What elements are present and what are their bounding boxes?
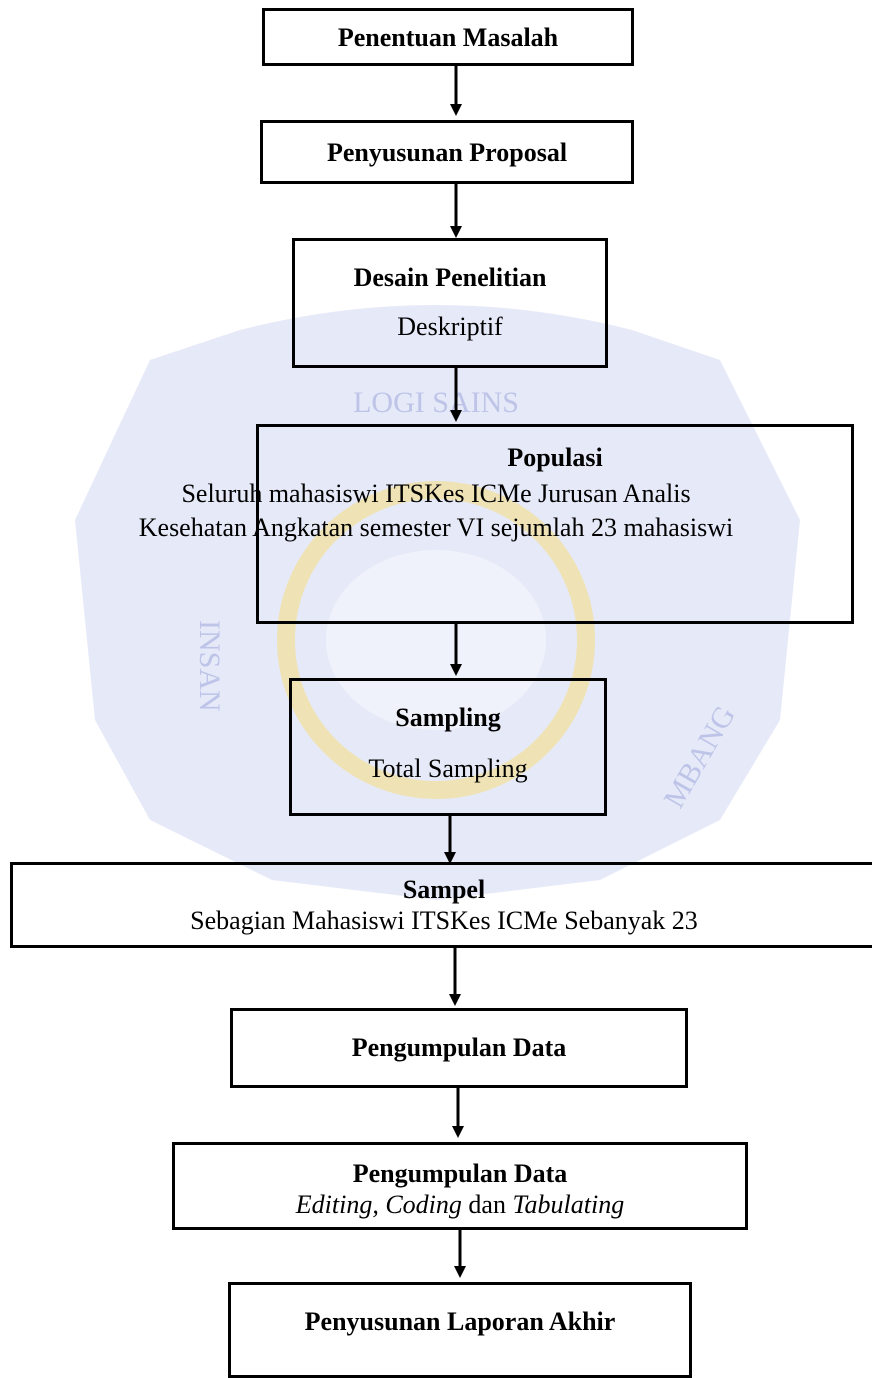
- box-desain-penelitian: Desain Penelitian Deskriptif: [292, 238, 608, 368]
- box-pengumpulan-data-1: Pengumpulan Data: [230, 1008, 688, 1088]
- box-pengumpulan-data-2: Pengumpulan Data Editing, Coding dan Tab…: [172, 1142, 748, 1230]
- desain-detail: Deskriptif: [397, 312, 503, 341]
- pengumpulan2-detail: Editing, Coding dan Tabulating: [175, 1189, 745, 1221]
- sampling-title: Sampling: [395, 703, 501, 732]
- pengumpulan2-detail-editing-coding: Editing, Coding: [295, 1190, 462, 1219]
- box-sampel: Sampel Sebagian Mahasiswi ITSKes ICMe Se…: [10, 862, 872, 948]
- watermark-text-left: INSAN: [193, 620, 226, 712]
- penentuan-title: Penentuan Masalah: [337, 23, 559, 52]
- laporan-title: Penyusunan Laporan Akhir: [304, 1307, 616, 1336]
- proposal-title: Penyusunan Proposal: [326, 138, 568, 167]
- watermark-center: [326, 550, 546, 730]
- pengumpulan2-detail-tabulating: Tabulating: [512, 1190, 625, 1219]
- sampel-title: Sampel: [402, 875, 486, 904]
- box-penyusunan-laporan-akhir: Penyusunan Laporan Akhir: [228, 1282, 692, 1378]
- box-penentuan-masalah: Penentuan Masalah: [262, 8, 634, 66]
- box-sampling: Sampling Total Sampling: [289, 678, 607, 816]
- desain-title: Desain Penelitian: [353, 263, 547, 292]
- pengumpulan2-title: Pengumpulan Data: [352, 1159, 568, 1188]
- populasi-detail-line1: Seluruh mahasiswi ITSKes ICMe Jurusan An…: [181, 479, 691, 508]
- populasi-title: Populasi: [507, 443, 603, 472]
- pengumpulan1-title: Pengumpulan Data: [351, 1033, 567, 1062]
- populasi-detail-line2: Kesehatan Angkatan semester VI sejumlah …: [138, 513, 734, 542]
- watermark-text-top: LOGI SAINS: [353, 386, 519, 419]
- sampel-detail: Sebagian Mahasiswi ITSKes ICMe Sebanyak …: [190, 906, 698, 935]
- pengumpulan2-detail-dan: dan: [461, 1190, 513, 1219]
- box-penyusunan-proposal: Penyusunan Proposal: [260, 120, 634, 184]
- sampling-detail: Total Sampling: [368, 754, 528, 783]
- watermark-circle: [277, 481, 595, 799]
- box-populasi: Populasi: [256, 424, 854, 624]
